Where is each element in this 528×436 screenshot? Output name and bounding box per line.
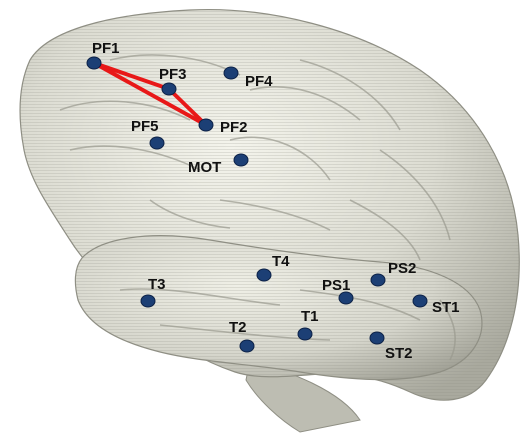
electrode-dot-t1 <box>298 328 312 340</box>
electrode-label-t3: T3 <box>148 276 166 293</box>
electrode-dot-pf4 <box>224 67 238 79</box>
electrode-dot-pf1 <box>87 57 101 69</box>
electrode-label-ps1: PS1 <box>322 277 350 294</box>
electrode-label-pf2: PF2 <box>220 119 248 136</box>
electrode-dot-mot <box>234 154 248 166</box>
electrode-dot-t4 <box>257 269 271 281</box>
electrode-label-mot: MOT <box>188 159 221 176</box>
electrode-dot-st1 <box>413 295 427 307</box>
electrode-label-st2: ST2 <box>385 345 413 362</box>
electrode-label-pf4: PF4 <box>245 73 273 90</box>
electrode-dot-pf2 <box>199 119 213 131</box>
electrode-label-st1: ST1 <box>432 299 460 316</box>
electrode-dot-t2 <box>240 340 254 352</box>
electrode-label-pf1: PF1 <box>92 40 120 57</box>
electrode-label-t1: T1 <box>301 308 319 325</box>
electrode-dot-t3 <box>141 295 155 307</box>
electrode-label-ps2: PS2 <box>388 260 416 277</box>
electrode-label-t2: T2 <box>229 319 247 336</box>
electrode-dot-pf3 <box>162 83 176 95</box>
electrode-label-pf5: PF5 <box>131 118 159 135</box>
electrode-label-t4: T4 <box>272 253 290 270</box>
electrode-dot-st2 <box>370 332 384 344</box>
electrode-dot-pf5 <box>150 137 164 149</box>
electrode-label-pf3: PF3 <box>159 66 187 83</box>
electrode-dot-ps2 <box>371 274 385 286</box>
